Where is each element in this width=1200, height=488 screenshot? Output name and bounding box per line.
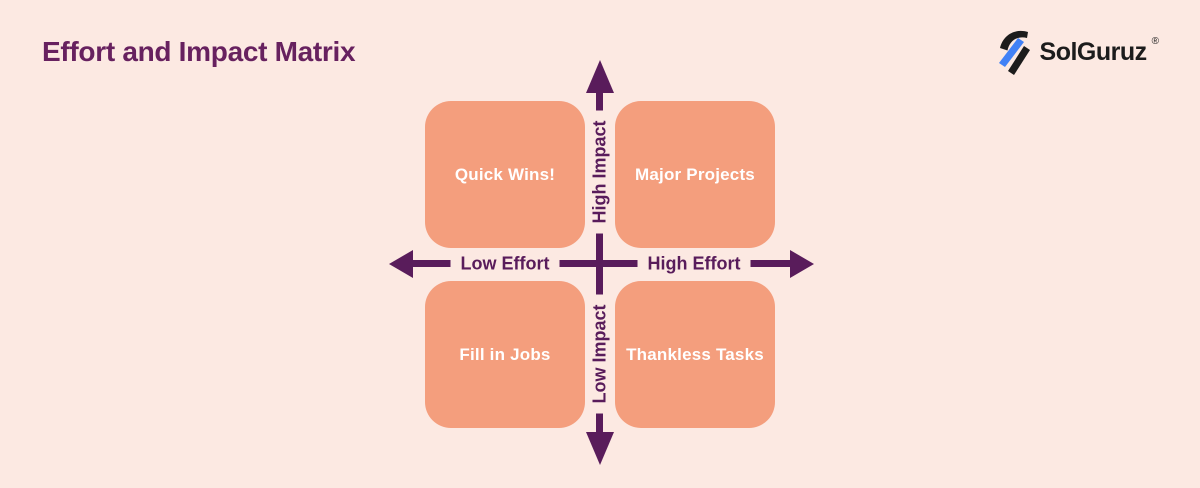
axis-label-low-impact: Low Impact: [586, 294, 614, 414]
quadrant-quick-wins: Quick Wins!: [425, 101, 585, 248]
quadrant-label: Major Projects: [635, 164, 755, 184]
arrow-right-icon: [790, 250, 814, 278]
quadrant-major-projects: Major Projects: [615, 101, 775, 248]
brand-logo: SolGuruz ®: [997, 29, 1159, 75]
axis-label-high-impact: High Impact: [586, 110, 614, 234]
arrow-left-icon: [389, 250, 413, 278]
axis-label-high-effort: High Effort: [637, 250, 751, 278]
x-axis-line: [412, 260, 790, 267]
quadrant-thankless-tasks: Thankless Tasks: [615, 281, 775, 428]
quadrant-label: Fill in Jobs: [459, 344, 551, 364]
quadrant-label: Thankless Tasks: [626, 344, 764, 364]
arrow-up-icon: [586, 60, 614, 93]
quadrant-fill-in-jobs: Fill in Jobs: [425, 281, 585, 428]
page-title: Effort and Impact Matrix: [42, 36, 356, 67]
arrow-down-icon: [586, 432, 614, 465]
quadrant-label: Quick Wins!: [454, 164, 556, 184]
solguruz-bolt-icon: [997, 29, 1035, 75]
registered-trademark-symbol: ®: [1151, 36, 1159, 47]
brand-name: SolGuruz: [1039, 37, 1148, 66]
axis-label-low-effort: Low Effort: [450, 250, 560, 278]
